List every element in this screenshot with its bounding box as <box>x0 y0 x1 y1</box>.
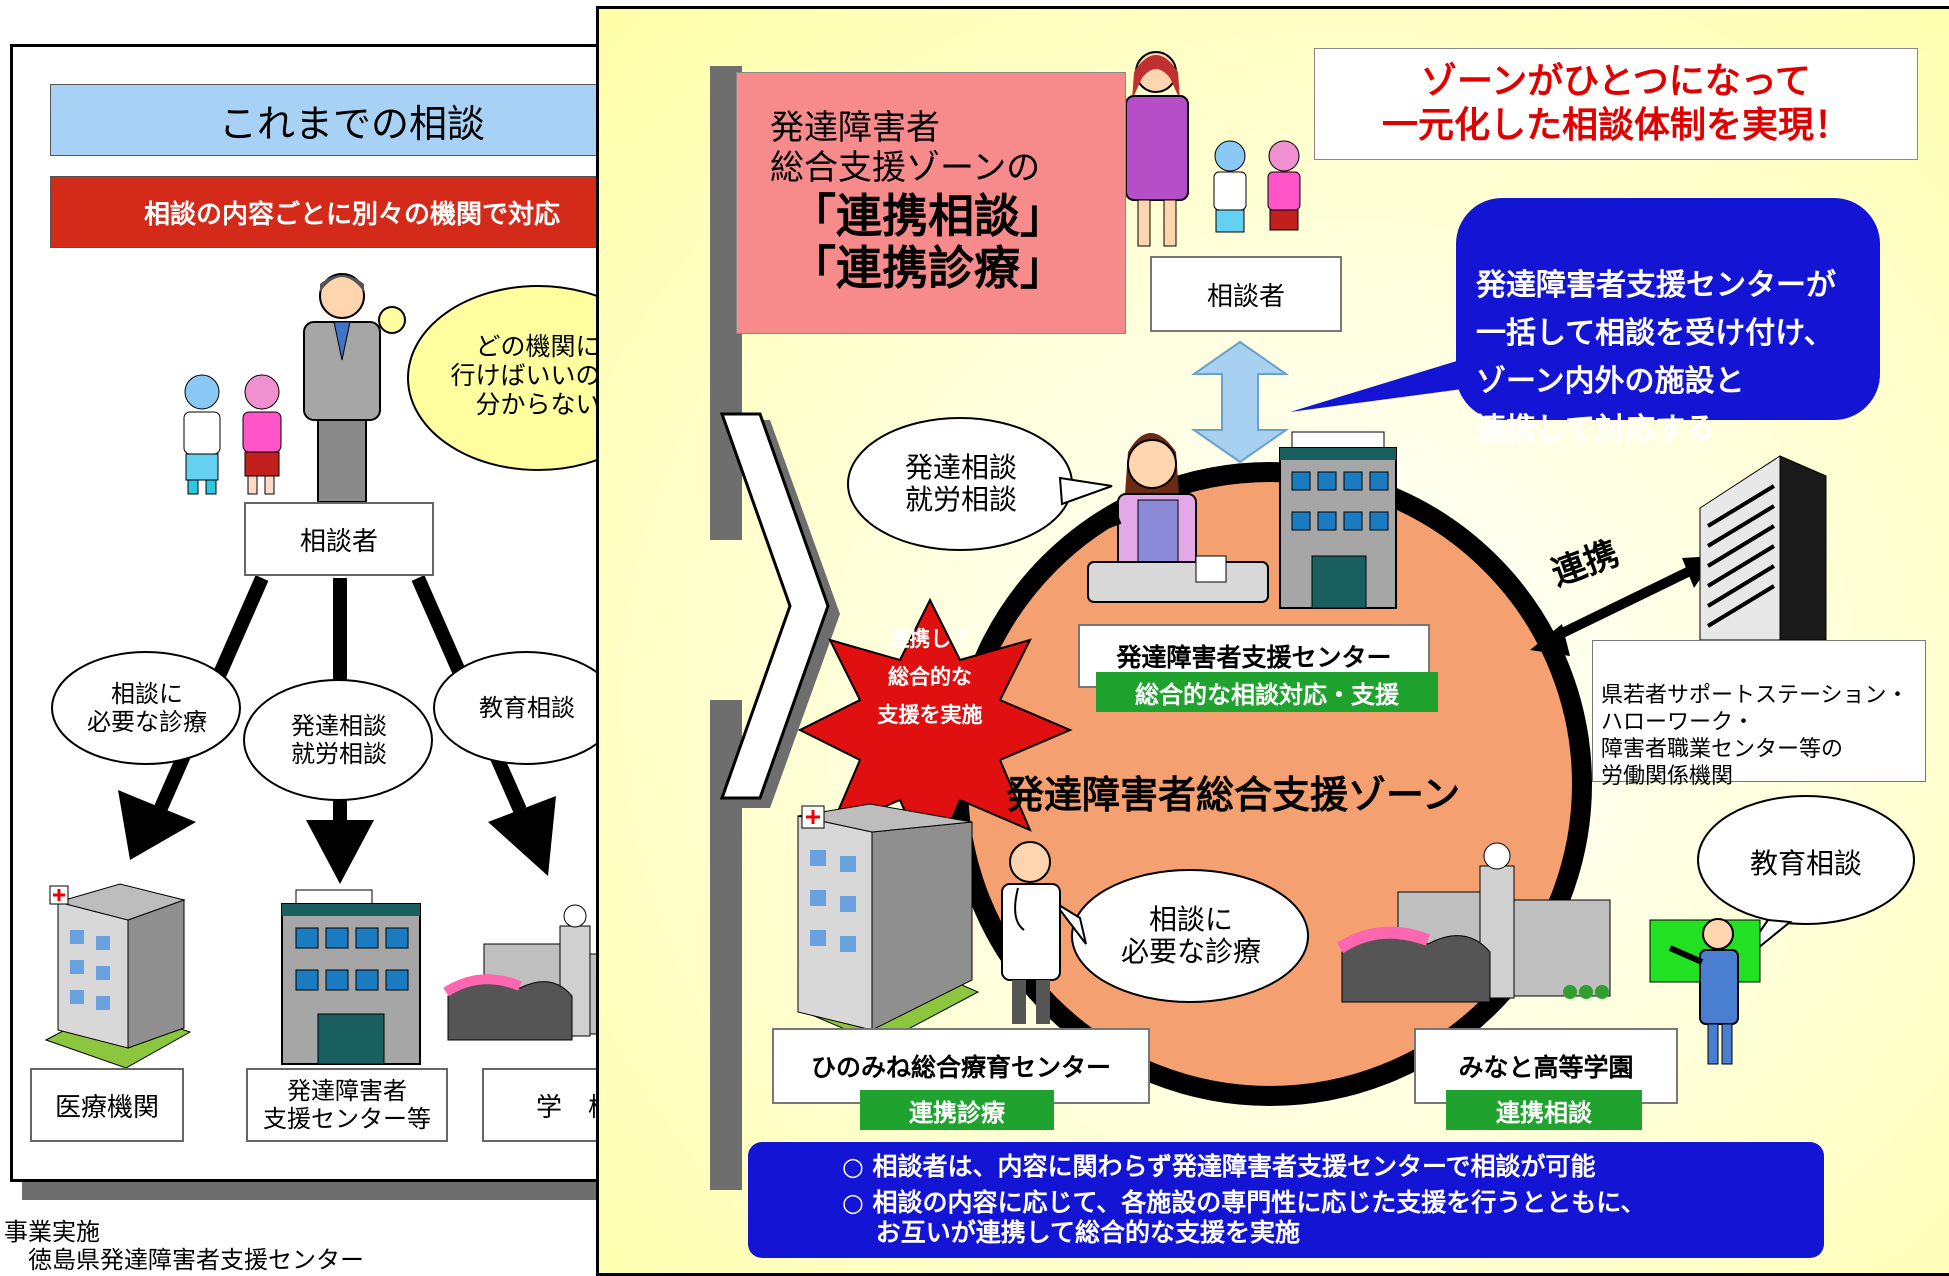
dest-medical-text: 医療機関 <box>54 1092 159 1123</box>
left-title-text: これまでの相談 <box>218 101 485 146</box>
child-boy-right-icon <box>1213 140 1247 233</box>
adult-man-icon <box>303 273 381 503</box>
headline-box: ゾーンがひとつになって 一元化した相談体制を実現！ <box>1314 48 1918 160</box>
note-1: ○ 相談者は、内容に関わらず発達障害者支援センターで相談が可能 <box>842 1152 1596 1181</box>
left-bubble-consult: 発達相談 就労相談 <box>291 712 387 768</box>
center-speech-text: 発達障害者支援センターが 一括して相談を受け付け、 ゾーン内外の施設と 連携して… <box>1476 268 1836 447</box>
tower-building-icon <box>1699 455 1827 641</box>
consult-bubble-text: 発達相談 就労相談 <box>904 451 1017 516</box>
receptionist-icon <box>1086 433 1269 603</box>
left-bubble-medical: 相談に 必要な診療 <box>87 680 207 736</box>
center-speech-bubble: 発達障害者支援センターが 一括して相談を受け付け、 ゾーン内外の施設と 連携して… <box>1456 198 1880 447</box>
left-bubble-education: 教育相談 <box>479 694 575 722</box>
medical-bubble-text: 相談に 必要な診療 <box>1120 903 1261 968</box>
child-girl-icon <box>242 374 282 495</box>
left-title: これまでの相談 <box>50 84 654 156</box>
zone-name: 発達障害者総合支援ゾーン <box>1006 773 1461 817</box>
labor-label-text: 県若者サポートステーション・ ハローワーク・ 障害者職業センター等の 労働関係機… <box>1601 683 1909 789</box>
dest-support-center-text: 発達障害者 支援センター等 <box>263 1077 431 1133</box>
support-center-building-icon <box>1279 431 1397 609</box>
left-client-label: 相談者 <box>244 502 434 576</box>
doctor-icon <box>1001 841 1061 1024</box>
education-bubble-text: 教育相談 <box>1749 847 1862 880</box>
minato-tag: 連携相談 <box>1446 1090 1642 1130</box>
center-tag: 総合的な相談対応・支援 <box>1096 672 1438 712</box>
hinomine-tag-text: 連携診療 <box>909 1098 1005 1127</box>
left-subtitle-text: 相談の内容ごとに別々の機関で対応 <box>143 199 560 230</box>
hinomine-hospital-icon <box>797 803 980 1045</box>
dest-medical: 医療機関 <box>30 1068 184 1142</box>
child-girl-right-icon <box>1267 140 1301 231</box>
zone-title-box <box>736 72 1126 334</box>
left-client-label-text: 相談者 <box>299 526 378 557</box>
minato-name-text: みなと高等学園 <box>1458 1053 1634 1082</box>
adult-woman-icon <box>1125 51 1189 247</box>
left-subtitle: 相談の内容ごとに別々の機関で対応 <box>50 176 654 248</box>
bubble-consult-shape <box>243 679 433 801</box>
minato-school-icon <box>1336 842 1611 1003</box>
teacher-icon <box>1649 918 1761 1065</box>
education-bubble-shape <box>1697 795 1915 925</box>
notes-box: ○ 相談者は、内容に関わらず発達障害者支援センターで相談が可能 ○ 相談の内容に… <box>748 1142 1824 1258</box>
center-name-text: 発達障害者支援センター <box>1116 643 1392 672</box>
child-boy-icon <box>183 374 221 495</box>
right-client-label-text: 相談者 <box>1206 281 1285 312</box>
dest-support-center: 発達障害者 支援センター等 <box>246 1068 448 1142</box>
star-text: 連携して 総合的な 支援を実施 <box>877 627 983 727</box>
center-tag-text: 総合的な相談対応・支援 <box>1135 680 1399 709</box>
right-client-label: 相談者 <box>1150 256 1342 332</box>
double-arrow-icon <box>1190 340 1290 464</box>
office-building-icon <box>281 889 421 1065</box>
zone-title-line2: 「連携相談」 「連携診療」 <box>790 189 1066 295</box>
blue-bubble-tail <box>1290 360 1500 412</box>
hinomine-name-text: ひのみね総合療育センター <box>810 1053 1111 1082</box>
transition-chevron-icon <box>710 66 840 1190</box>
zone-title-line1: 発達障害者 総合支援ゾーンの <box>770 108 1041 188</box>
hinomine-tag: 連携診療 <box>860 1090 1054 1130</box>
note-2: ○ 相談の内容に応じて、各施設の専門性に応じた支援を行うとともに、 お互いが連携… <box>842 1188 1646 1247</box>
bubble-medical-shape <box>51 651 241 765</box>
headline-text: ゾーンがひとつになって 一元化した相談体制を実現！ <box>1381 61 1850 146</box>
hospital-icon <box>44 883 192 1069</box>
labor-label-box: 県若者サポートステーション・ ハローワーク・ 障害者職業センター等の 労働関係機… <box>1592 640 1926 789</box>
medical-bubble-shape <box>1071 869 1309 1003</box>
left-thought-text: どの機関に 行けばいいのか 分からない <box>450 332 626 419</box>
footer-line1: 事業実施 <box>4 1218 100 1246</box>
minato-tag-text: 連携相談 <box>1496 1098 1592 1127</box>
